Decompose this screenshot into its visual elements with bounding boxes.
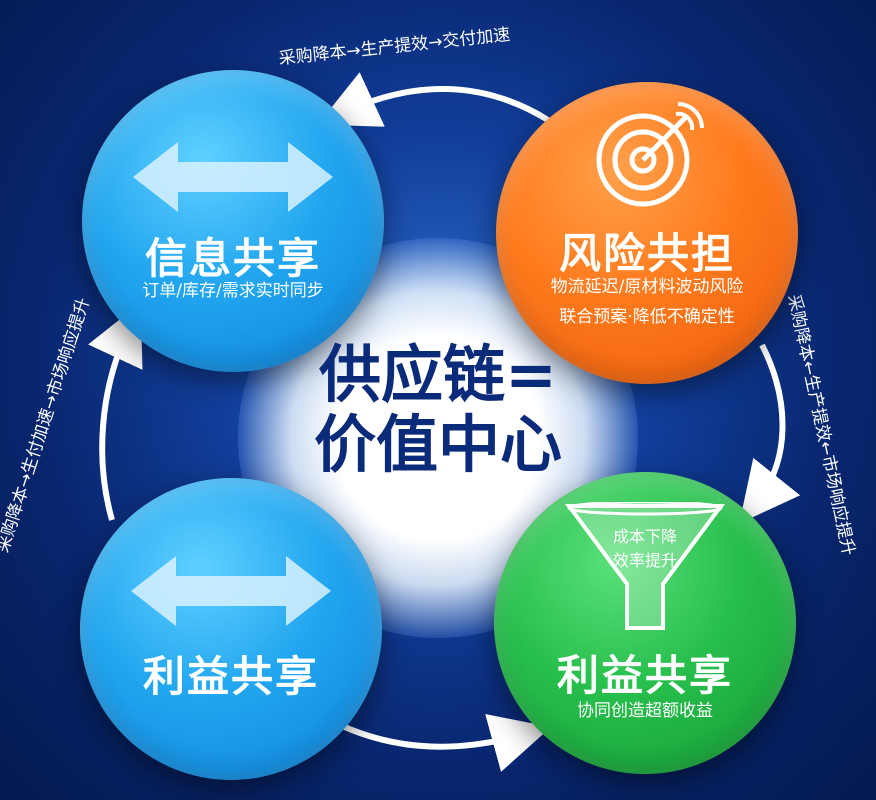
left-arrow xyxy=(88,302,143,521)
node-subtitle: 协同创造超额收益 xyxy=(577,701,713,721)
node-title: 信息共享 xyxy=(144,234,321,283)
node-title: 利益共享 xyxy=(556,651,733,700)
center-title-line1: 供应链= xyxy=(319,338,557,411)
info-sharing-node: 信息共享 订单/库存/需求实时同步 xyxy=(82,70,384,372)
node-title: 风险共担 xyxy=(558,229,735,278)
node-subtitle-line2: 联合预案·降低不确定性 xyxy=(559,307,735,327)
benefit-sharing-node-left: 利益共享 xyxy=(80,478,382,780)
double-arrow-icon xyxy=(133,142,333,212)
center-title-line2: 价值中心 xyxy=(313,408,562,481)
node-subtitle: 订单/库存/需求实时同步 xyxy=(142,281,324,301)
risk-sharing-node: 风险共担 物流延迟/原材料波动风险 联合预案·降低不确定性 xyxy=(496,82,798,384)
center-title: 供应链= 价值中心 xyxy=(288,340,588,480)
right-arrow xyxy=(739,343,801,524)
funnel-text-line2: 效率提升 xyxy=(612,551,677,570)
node-subtitle-line1: 物流延迟/原材料波动风险 xyxy=(550,277,744,297)
top-arrow xyxy=(317,72,550,127)
funnel-icon xyxy=(565,502,725,630)
funnel-text-line1: 成本下降 xyxy=(612,527,677,546)
radar-icon xyxy=(596,102,704,207)
bottom-arrow xyxy=(338,713,551,772)
double-arrow-icon xyxy=(131,556,331,626)
benefit-sharing-node-right: 成本下降 效率提升 利益共享 协同创造超额收益 xyxy=(494,472,796,774)
node-title: 利益共享 xyxy=(142,652,319,701)
